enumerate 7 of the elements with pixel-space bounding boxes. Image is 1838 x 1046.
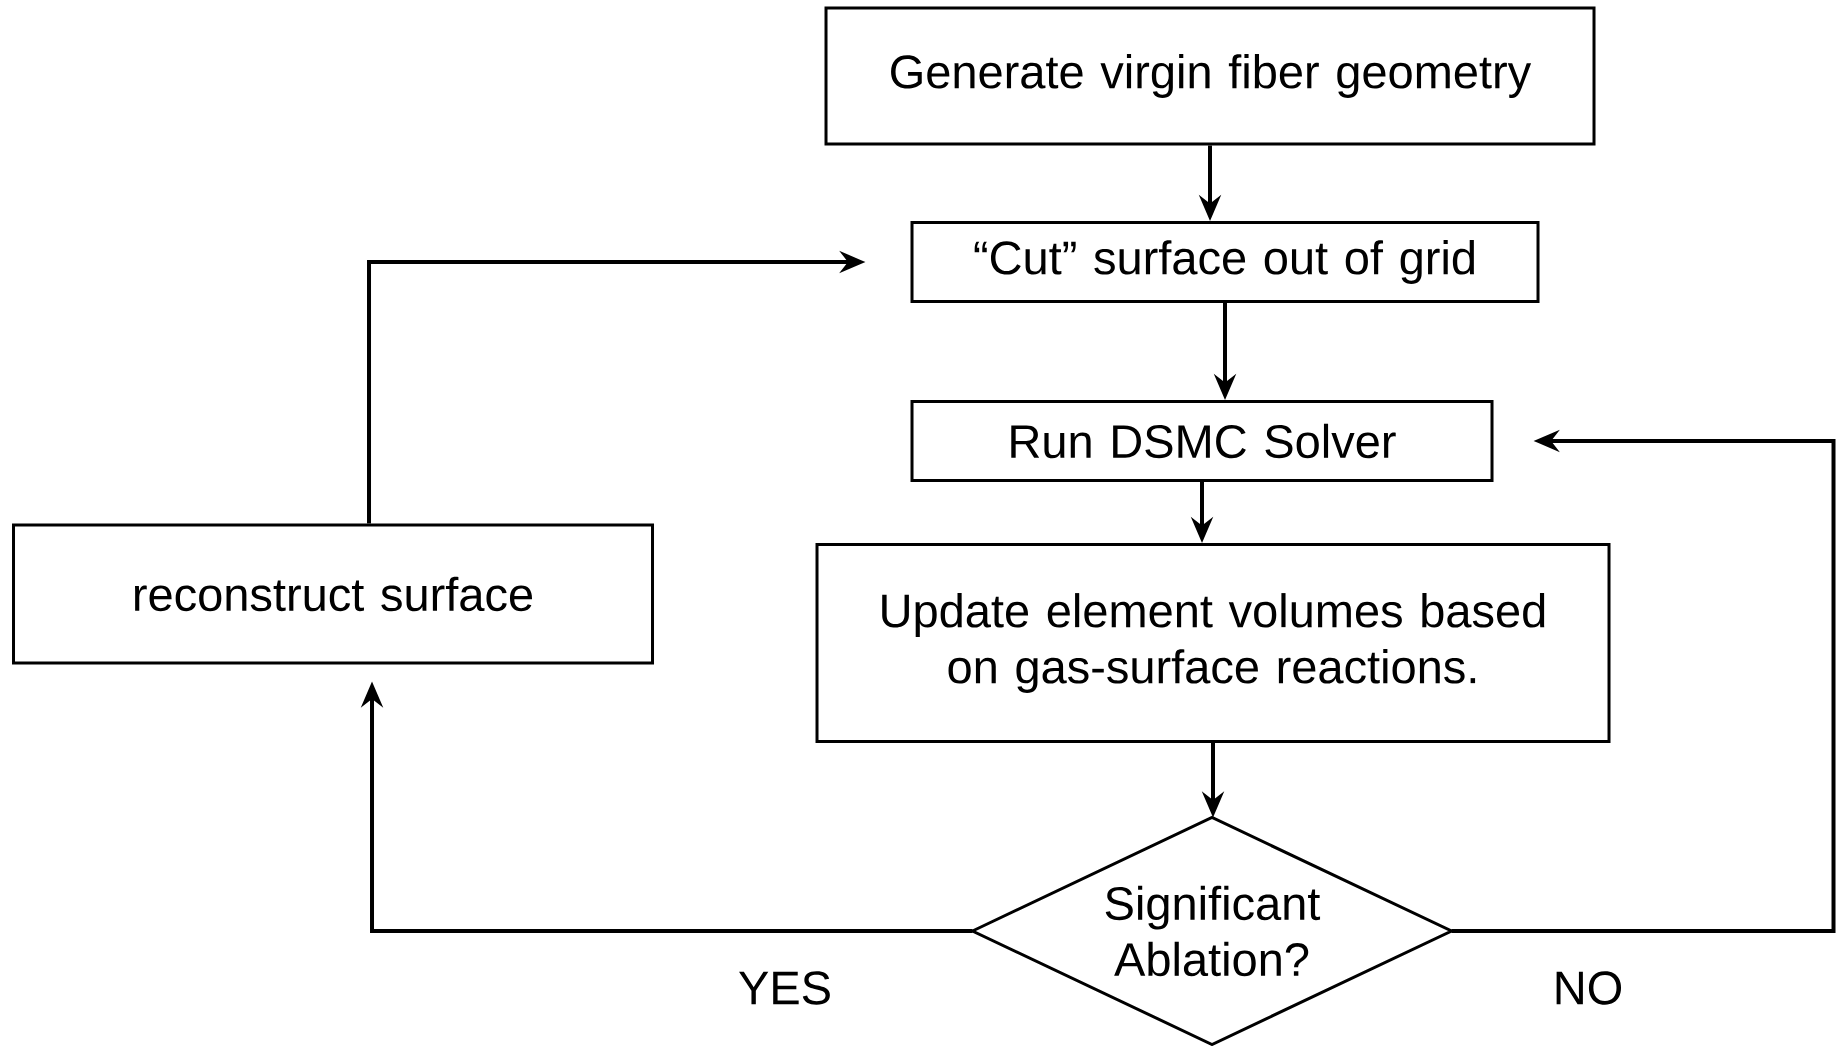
process-box: Run DSMC Solver: [910, 400, 1494, 482]
process-box: Generate virgin fiber geometry: [824, 6, 1596, 146]
process-box: Update element volumes based on gas-surface reactions.: [815, 543, 1611, 743]
edge-label: YES: [736, 969, 835, 1007]
process-box: reconstruct surface: [12, 523, 654, 665]
edge-label: NO: [1550, 969, 1626, 1007]
process-box: “Cut” surface out of grid: [910, 221, 1540, 303]
